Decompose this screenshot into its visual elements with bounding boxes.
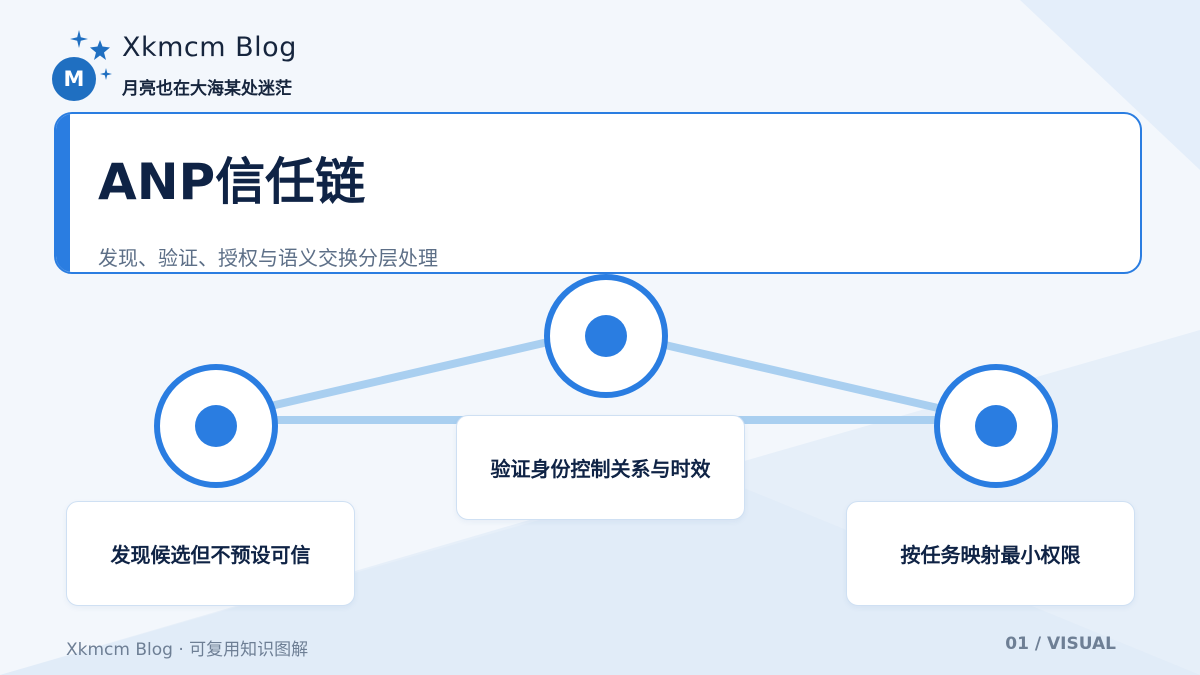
- node-dot: [975, 405, 1017, 447]
- page-subtitle: 发现、验证、授权与语义交换分层处理: [98, 246, 438, 270]
- node-dot: [195, 405, 237, 447]
- node-authorization: [934, 364, 1058, 488]
- title-accent-bar: [56, 114, 70, 272]
- sparkle-icon: [90, 40, 110, 60]
- brand-name: Xkmcm Blog: [122, 32, 297, 63]
- page-title: ANP信任链: [98, 153, 366, 211]
- node-discovery: [154, 364, 278, 488]
- connector-line: [209, 326, 601, 424]
- brand-tagline: 月亮也在大海某处迷茫: [122, 79, 292, 99]
- logo-badge: M: [52, 57, 96, 101]
- brand-header: M Xkmcm Blog 月亮也在大海某处迷茫: [52, 28, 372, 101]
- sparkle-icon: [70, 30, 88, 48]
- label-verification: 验证身份控制关系与时效: [456, 415, 745, 520]
- footer-caption: Xkmcm Blog · 可复用知识图解: [66, 640, 309, 660]
- page-indicator: 01 / VISUAL: [1005, 634, 1116, 654]
- node-verification: [544, 274, 668, 398]
- label-authorization: 按任务映射最小权限: [846, 501, 1135, 606]
- node-dot: [585, 315, 627, 357]
- title-card: ANP信任链 发现、验证、授权与语义交换分层处理: [54, 112, 1142, 274]
- sparkle-icon: [100, 68, 112, 80]
- label-discovery: 发现候选但不预设可信: [66, 501, 355, 606]
